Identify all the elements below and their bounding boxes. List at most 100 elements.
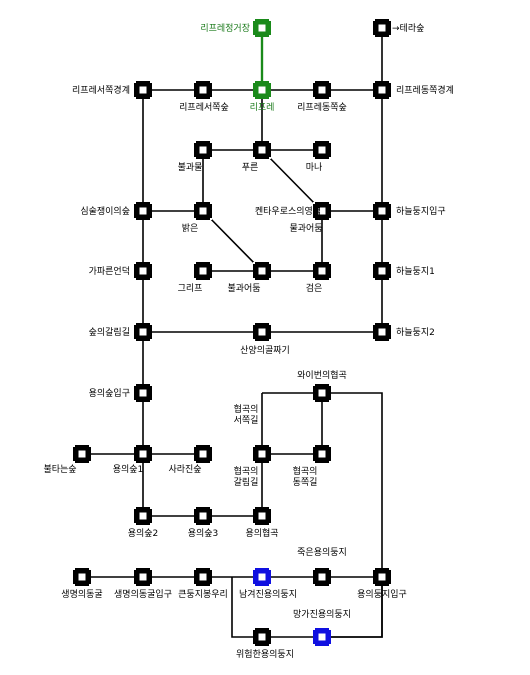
map-node-bright[interactable] (194, 202, 212, 220)
map-node-forest-cross[interactable] (134, 323, 152, 341)
node-corner (389, 278, 391, 280)
node-corner (389, 35, 391, 37)
map-node-dragon-forest-entry[interactable] (134, 384, 152, 402)
node-corner (194, 445, 196, 447)
node-corner (313, 157, 315, 159)
map-label-line: 리프레서쪽경계 (72, 84, 130, 96)
map-label-fire-portal: 리프레정거장 (200, 23, 250, 34)
node-corner (269, 445, 271, 447)
map-node-e-forest[interactable] (313, 81, 331, 99)
node-corner (329, 461, 331, 463)
map-node-dragon-canyon[interactable] (253, 507, 271, 525)
node-center (139, 267, 147, 275)
map-node-black[interactable] (313, 262, 331, 280)
map-node-danger-nest[interactable] (253, 628, 271, 646)
map-node-destroyed-nest[interactable] (313, 628, 331, 646)
map-label-line: 불과물 (178, 162, 203, 173)
map-node-mana[interactable] (313, 141, 331, 159)
map-label-deep-forest: 심술쟁이의숲 (80, 206, 130, 217)
node-corner (134, 81, 136, 83)
map-label-bulgwa2: 물과어둠 (289, 223, 322, 234)
map-node-left-nest[interactable] (253, 568, 271, 586)
map-node-grip[interactable] (194, 262, 212, 280)
map-label-destroyed-nest: 망가진용의둥지 (293, 609, 351, 620)
map-node-w-border[interactable] (134, 81, 152, 99)
node-center (199, 512, 207, 520)
map-node-life-cave-entry[interactable] (134, 568, 152, 586)
map-label-left-nest: 남겨진용의둥지 (239, 589, 297, 600)
map-label-line: 와이번의협곡 (297, 369, 347, 381)
map-node-nest-entry[interactable] (373, 568, 391, 586)
node-corner (210, 97, 212, 99)
edge-destroyed-nest-to-nest-entry (322, 577, 383, 638)
map-node-garden[interactable] (134, 262, 152, 280)
map-node-dforest1[interactable] (134, 445, 152, 463)
map-label-line: 협곡의 (234, 465, 259, 477)
map-label-blue: 푸른 (242, 162, 259, 173)
map-label-sky2: 하늘둥지2 (396, 327, 435, 338)
node-corner (389, 202, 391, 204)
node-corner (269, 278, 271, 280)
map-node-wyvern-canyon[interactable] (313, 384, 331, 402)
map-node-e-border[interactable] (373, 81, 391, 99)
node-corner (134, 202, 136, 204)
map-node-deep-forest[interactable] (134, 202, 152, 220)
map-label-line: 망가진용의둥지 (293, 609, 351, 620)
map-label-bright: 밝은 (182, 223, 199, 234)
map-node-terra-node[interactable] (373, 19, 391, 37)
node-center (258, 24, 266, 32)
node-center (378, 328, 386, 336)
node-corner (313, 628, 315, 630)
map-label-line: 서쪽길 (234, 415, 259, 426)
node-corner (194, 81, 196, 83)
map-label-line: 산양의골짜기 (240, 345, 290, 356)
node-center (318, 389, 326, 397)
map-node-life-cave[interactable] (73, 568, 91, 586)
map-label-line: 동쪽길 (293, 477, 318, 488)
map-node-sarajin[interactable] (194, 445, 212, 463)
node-corner (210, 81, 212, 83)
map-node-dead-nest[interactable] (313, 568, 331, 586)
map-label-line: 갈림길 (234, 476, 259, 488)
node-corner (253, 81, 255, 83)
map-node-fire-portal[interactable] (253, 19, 271, 37)
node-corner (210, 202, 212, 204)
map-node-burnt[interactable] (73, 445, 91, 463)
map-node-sky-entry[interactable] (373, 202, 391, 220)
node-corner (389, 19, 391, 21)
map-label-e-border: 리프레동쪽경계 (396, 84, 454, 96)
node-corner (329, 584, 331, 586)
node-corner (253, 584, 255, 586)
map-label-line: 심술쟁이의숲 (80, 206, 130, 217)
map-node-sky1[interactable] (373, 262, 391, 280)
map-node-canyon-e[interactable] (313, 445, 331, 463)
map-node-bulgwa3[interactable] (253, 262, 271, 280)
map-node-blue[interactable] (253, 141, 271, 159)
map-node-dforest3[interactable] (194, 507, 212, 525)
node-corner (150, 81, 152, 83)
node-corner (269, 141, 271, 143)
node-corner (313, 262, 315, 264)
node-center (258, 573, 266, 581)
node-corner (269, 644, 271, 646)
map-label-line: 하늘둥지입구 (396, 205, 446, 217)
node-corner (194, 461, 196, 463)
node-corner (373, 97, 375, 99)
node-corner (253, 523, 255, 525)
map-node-mountain-path[interactable] (253, 323, 271, 341)
map-node-w-forest[interactable] (194, 81, 212, 99)
map-label-line: 용의숲3 (188, 528, 219, 539)
map-node-red-lizard[interactable] (194, 141, 212, 159)
map-node-bulgwa2[interactable] (313, 202, 331, 220)
map-node-dforest2[interactable] (134, 507, 152, 525)
node-corner (150, 400, 152, 402)
node-center (258, 146, 266, 154)
node-corner (389, 584, 391, 586)
map-node-big-nest-peak[interactable] (194, 568, 212, 586)
map-node-sky2[interactable] (373, 323, 391, 341)
map-label-life-cave: 생명의동굴 (61, 589, 102, 600)
map-node-canyon-cross[interactable] (253, 445, 271, 463)
node-corner (150, 278, 152, 280)
map-node-leafre[interactable] (253, 81, 271, 99)
map-label-line: 검은 (306, 282, 323, 294)
